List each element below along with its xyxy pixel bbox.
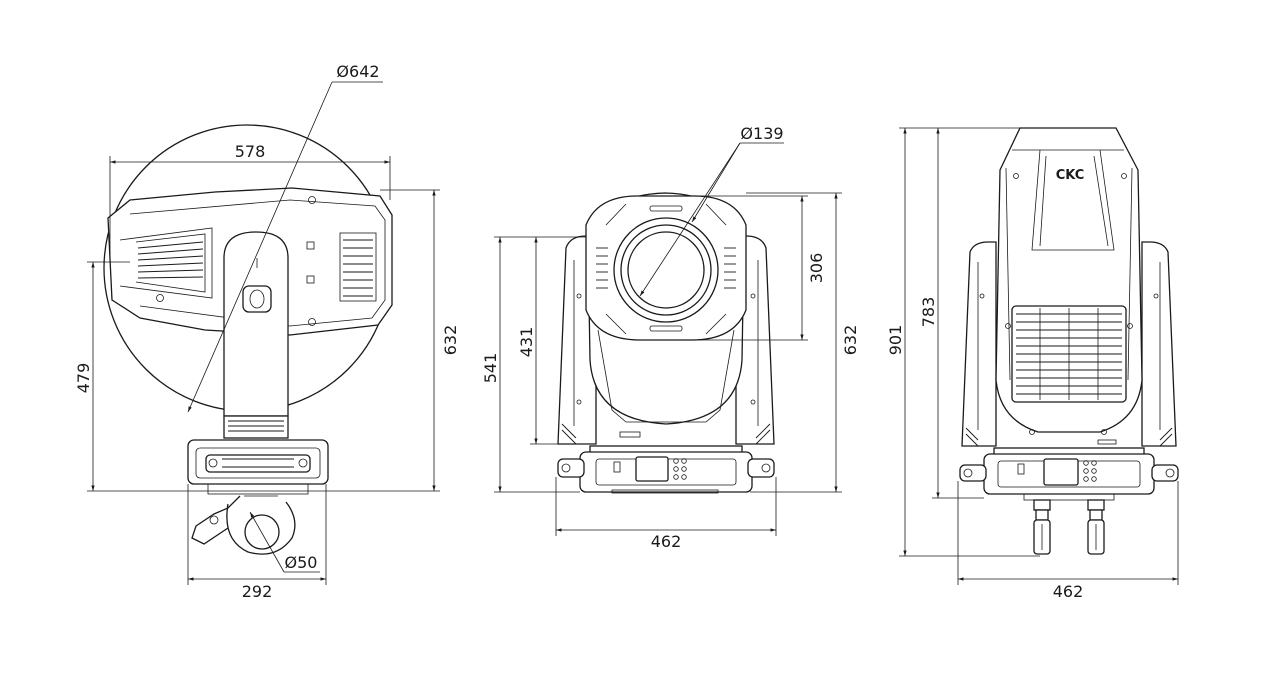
rear-display-screen [1043,458,1079,486]
rear-head: CKC [995,127,1143,445]
front-control-button [673,466,679,472]
side-yoke-arm [223,231,289,439]
front-base-width-label: 462 [651,532,682,551]
side-base-width-label: 292 [242,582,273,601]
front-view: 306 632 541 431 462 Ø139 [481,124,860,551]
front-control-button [681,458,687,464]
rear-max-height-label: 901 [886,325,905,356]
side-axis-height-label: 479 [74,363,93,394]
rear-control-button [1083,468,1089,474]
side-head-length-label: 578 [235,142,266,161]
side-clamp-dia-label: Ø50 [285,553,318,572]
side-swing-dia-label: Ø642 [336,62,379,81]
front-arm-height-label: 431 [517,327,536,358]
rear-clamps [1033,499,1105,555]
front-control-button [673,458,679,464]
rear-control-button [1083,460,1089,466]
side-view: 578 632 479 292 Ø642 Ø50 [74,62,460,601]
front-control-button [673,474,679,480]
front-control-button [681,466,687,472]
side-clamp [191,495,296,555]
front-base [557,445,775,494]
rear-control-button [1083,476,1089,482]
rear-base [959,447,1179,501]
rear-head-grill [1016,308,1122,400]
front-yoke-height-label: 541 [481,353,500,384]
rear-view: CKC [886,127,1179,601]
side-head-vent [137,241,204,279]
front-lens-height-label: 306 [807,253,826,284]
brand-logo: CKC [1056,168,1085,183]
side-base [187,439,329,495]
front-lens-dia-label: Ø139 [740,124,783,143]
side-rear-grill [339,232,377,302]
rear-control-button [1091,460,1097,466]
front-yoke-vent [561,423,771,445]
rear-base-width-label: 462 [1053,582,1084,601]
rear-control-button [1091,476,1097,482]
rear-control-button [1091,468,1097,474]
rear-base-height-label: 783 [919,297,938,328]
side-height-label: 632 [441,325,460,356]
front-height-label: 632 [841,325,860,356]
front-control-button [681,474,687,480]
front-head [585,192,747,438]
front-side-grills [596,247,736,289]
front-display-screen [635,456,669,482]
rear-yoke [961,241,1177,447]
